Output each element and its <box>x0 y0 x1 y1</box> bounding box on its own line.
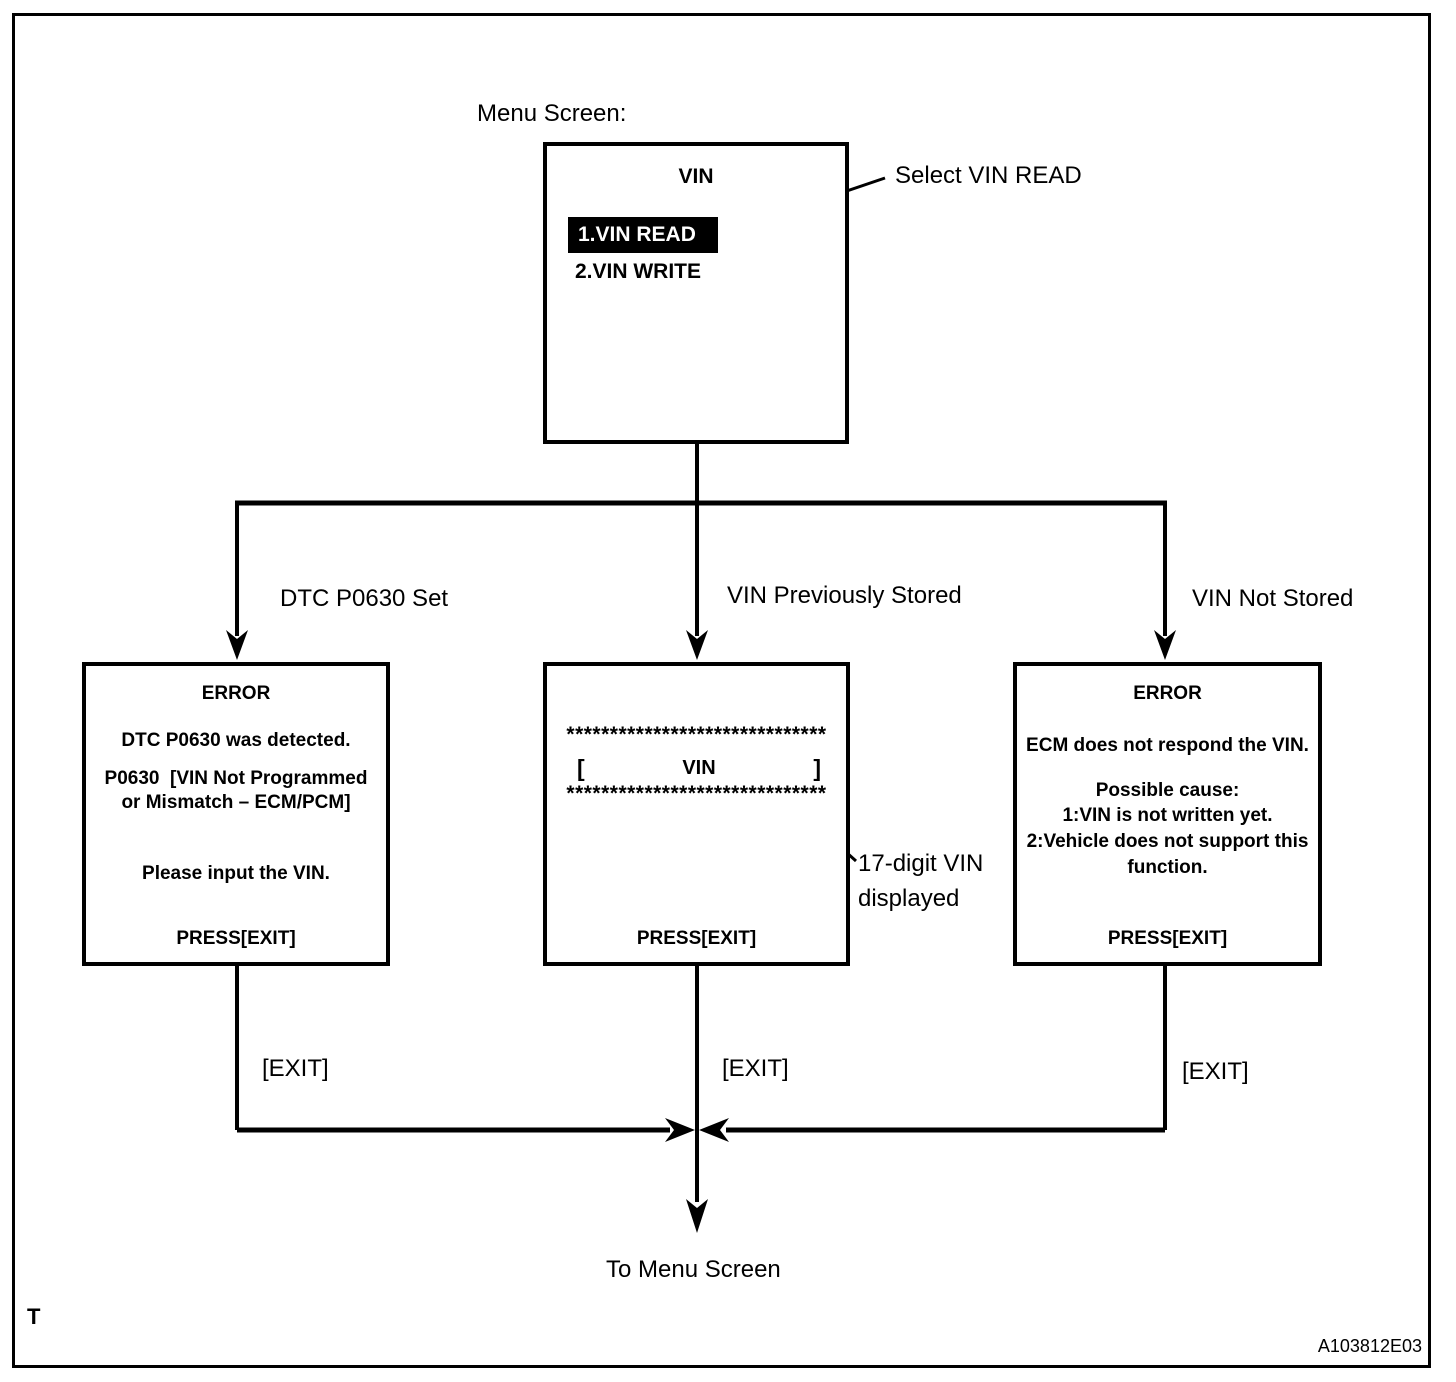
select-vin-read-callout: Select VIN READ <box>895 162 1082 189</box>
branch-label-vin-previously-stored: VIN Previously Stored <box>727 582 962 609</box>
branch-label-vin-not-stored: VIN Not Stored <box>1192 585 1354 612</box>
screen-title: ERROR <box>1133 683 1202 704</box>
figure-border <box>12 13 1431 1368</box>
menu-screen-box: VIN 1.VIN READ 2.VIN WRITE <box>543 142 849 444</box>
screen-text-line: ECM does not respond the VIN. <box>1026 735 1309 756</box>
screen-text-line: 1:VIN is not written yet. <box>1062 805 1273 826</box>
menu-screen-label: Menu Screen: <box>477 100 627 127</box>
figure-code: A103812E03 <box>1317 1336 1422 1356</box>
stars-row-top: ****************************** <box>566 723 827 746</box>
bracket-open: [ <box>577 755 585 781</box>
error-screen-dtc-p0630: ERROR DTC P0630 was detected. P0630 [VIN… <box>82 662 390 966</box>
exit-label-right: [EXIT] <box>1182 1058 1249 1085</box>
bracket-close: ] <box>813 755 821 781</box>
screen-text-line: or Mismatch – ECM/PCM] <box>121 792 351 813</box>
vin-value-row: [ VIN ] <box>577 755 821 782</box>
page-marker: T <box>27 1304 41 1329</box>
vin-callout-line1: 17-digit VIN <box>858 850 984 877</box>
screen-text-line: DTC P0630 was detected. <box>121 730 351 751</box>
menu-title: VIN <box>678 165 714 188</box>
screen-footer-press-exit: PRESS[EXIT] <box>1107 928 1228 949</box>
vin-label: VIN <box>682 757 716 779</box>
screen-title: ERROR <box>201 683 271 704</box>
screen-text-line: Possible cause: <box>1095 780 1240 801</box>
error-screen-no-response: ERROR ECM does not respond the VIN. Poss… <box>1013 662 1322 966</box>
vin-display-screen: ****************************** [ VIN ] *… <box>543 662 850 966</box>
menu-item-vin-write: 2.VIN WRITE <box>575 260 702 283</box>
screen-text-line: P0630 [VIN Not Programmed <box>104 768 368 789</box>
stars-row-bottom: ****************************** <box>566 782 827 805</box>
screen-footer-press-exit: PRESS[EXIT] <box>636 928 757 949</box>
exit-label-center: [EXIT] <box>722 1055 789 1082</box>
to-menu-screen-label: To Menu Screen <box>606 1256 781 1283</box>
vin-callout-line2: displayed <box>858 885 960 912</box>
screen-text-line: function. <box>1127 857 1208 878</box>
exit-label-left: [EXIT] <box>262 1055 329 1082</box>
screen-footer-press-exit: PRESS[EXIT] <box>176 928 296 949</box>
screen-text-line: 2:Vehicle does not support this <box>1026 831 1309 852</box>
menu-item-vin-read-label: 1.VIN READ <box>578 223 696 246</box>
branch-label-dtc-p0630-set: DTC P0630 Set <box>280 585 449 612</box>
screen-text-line: Please input the VIN. <box>142 863 330 884</box>
menu-item-vin-read: 1.VIN READ <box>568 217 718 253</box>
